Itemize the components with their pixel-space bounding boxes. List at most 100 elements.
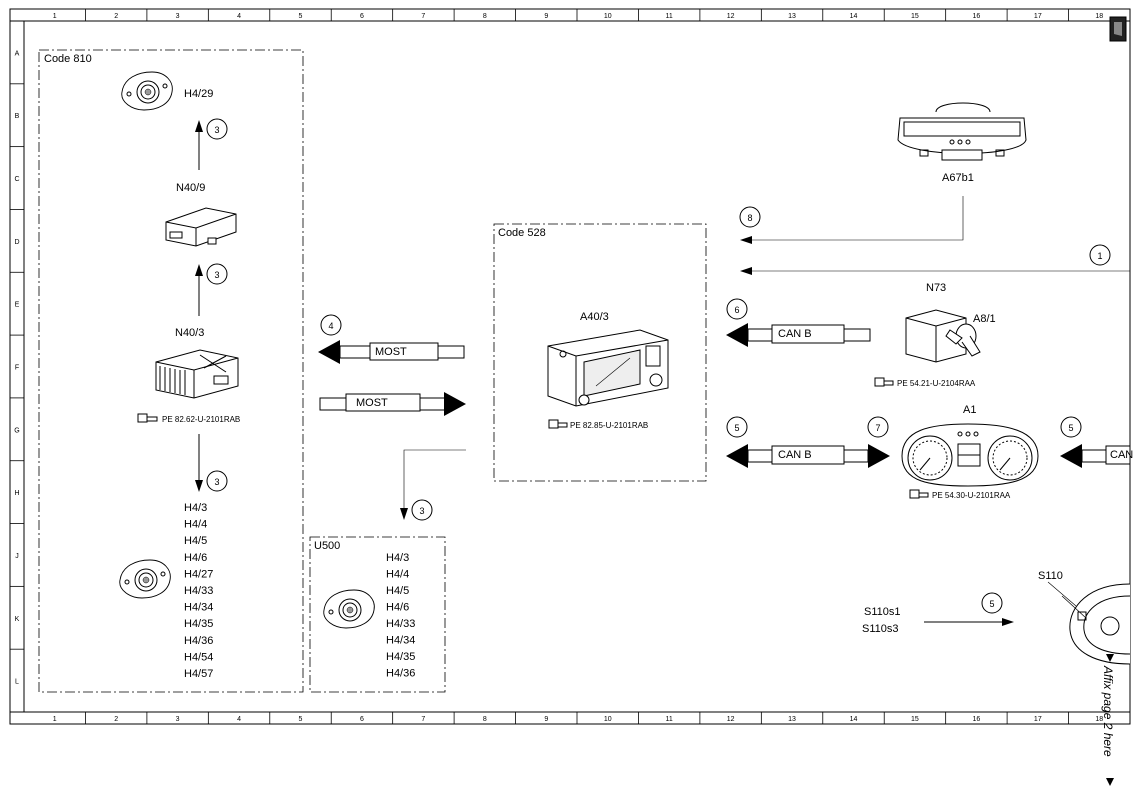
row-letter: K [15,616,20,623]
arrowhead-left [740,236,752,244]
s110s1-label: S110s1 [864,606,901,618]
marker-label: 1 [1097,251,1102,261]
column-number: 18 [1095,13,1103,20]
s110-label: S110 [1038,570,1063,582]
speaker-list-item: H4/5 [184,535,207,547]
column-number: 10 [604,13,612,20]
column-number: 2 [114,716,118,723]
line-a67b1-to-a40-3 [752,196,964,241]
column-number: 2 [114,13,118,20]
speaker-list-item: H4/36 [184,635,213,647]
column-number: 11 [666,716,673,723]
column-number: 17 [1034,716,1042,723]
side-note-arrow-top [1106,654,1114,662]
row-letter: B [15,113,20,120]
h4-29-label: H4/29 [184,88,213,100]
column-number: 13 [788,13,796,20]
column-number: 11 [666,13,673,20]
canb-right-label: CAN [1110,449,1133,461]
a1-label: A1 [963,404,976,416]
row-letter: G [14,427,19,434]
arrowhead-up [195,264,203,276]
row-letter: A [15,50,20,57]
speaker-list-item: H4/4 [184,519,207,531]
column-number: 15 [911,716,919,723]
n73-ref-label: PE 54.21-U-2104RAA [897,379,976,388]
most-out-arrowhead [444,392,466,416]
reference-icon [137,413,158,423]
most-in-label: MOST [375,346,407,358]
speaker-list-item: H4/6 [184,552,207,564]
column-number: 8 [483,716,487,723]
row-letter: L [15,679,19,686]
marker-label: 3 [214,125,219,135]
most-out-label: MOST [356,397,388,409]
speaker-list-item: H4/3 [184,502,207,514]
sheet-frame [9,8,1131,725]
column-number: 9 [544,716,548,723]
a8-1-label: A8/1 [973,313,996,325]
marker-label: 3 [214,270,219,280]
marker-label: 5 [734,423,739,433]
column-number: 14 [850,13,858,20]
a67b1-label: A67b1 [942,172,974,184]
a40-3-head-unit-icon [547,329,669,407]
s110-steering-wheel-icon [1061,583,1131,665]
canb-right-arrowhead [1060,444,1082,468]
marker-circle [411,499,433,521]
column-number: 5 [299,13,303,20]
marker-circle [206,263,228,285]
n40-3-label: N40/3 [175,327,204,339]
canb-n73-label: CAN B [778,328,812,340]
speaker-list-item: H4/5 [386,585,409,597]
column-number: 12 [727,13,735,20]
arrowhead-left [740,267,752,275]
marker-circle [726,416,748,438]
a67b1-rear-view-mirror-icon [897,102,1027,161]
arrowhead-right [1002,618,1014,626]
side-note-text: Affix page 2 here [1101,665,1115,757]
speaker-list-item: H4/36 [386,668,415,680]
most-in-box [369,342,439,361]
marker-circle [981,592,1003,614]
column-number: 6 [360,716,364,723]
marker-circle [867,416,889,438]
line-a40-3-to-u500 [403,449,466,508]
speaker-list-item: H4/4 [386,569,409,581]
speaker-list-item: H4/27 [184,568,213,580]
n73-ignition-switch-icon [905,309,981,363]
marker-label: 8 [747,213,752,223]
speaker-group-icon [119,559,171,599]
column-number: 14 [850,716,858,723]
column-ruler: 1122334455667788991010111112121313141415… [53,9,1103,724]
page-tab-icon-mark [1114,22,1122,36]
canb-n73-box [771,324,845,344]
marker-label: 5 [1068,423,1073,433]
column-number: 15 [911,13,919,20]
code528-label: Code 528 [498,227,546,239]
marker-circle [206,470,228,492]
side-note-arrow-bottom [1106,778,1114,786]
marker-label: 7 [875,423,880,433]
row-letter: D [14,239,19,246]
reference-icon [874,377,894,387]
marker-label: 3 [214,477,219,487]
column-number: 17 [1034,13,1042,20]
column-number: 13 [788,716,796,723]
most-out-box [345,393,421,412]
speaker-list-item: H4/3 [386,552,409,564]
column-number: 1 [53,13,57,20]
marker-circle [726,298,748,320]
s110-leader-line [1047,581,1077,607]
column-number: 16 [972,13,980,20]
speaker-h4-29-icon [121,71,173,111]
row-letter: E [15,302,20,309]
reference-icon [548,419,568,429]
marker-label: 5 [989,599,994,609]
speaker-list-item: H4/54 [184,651,213,663]
column-number: 3 [176,13,180,20]
canb-n73-arrowhead [726,323,748,347]
column-number: 1 [53,716,57,723]
